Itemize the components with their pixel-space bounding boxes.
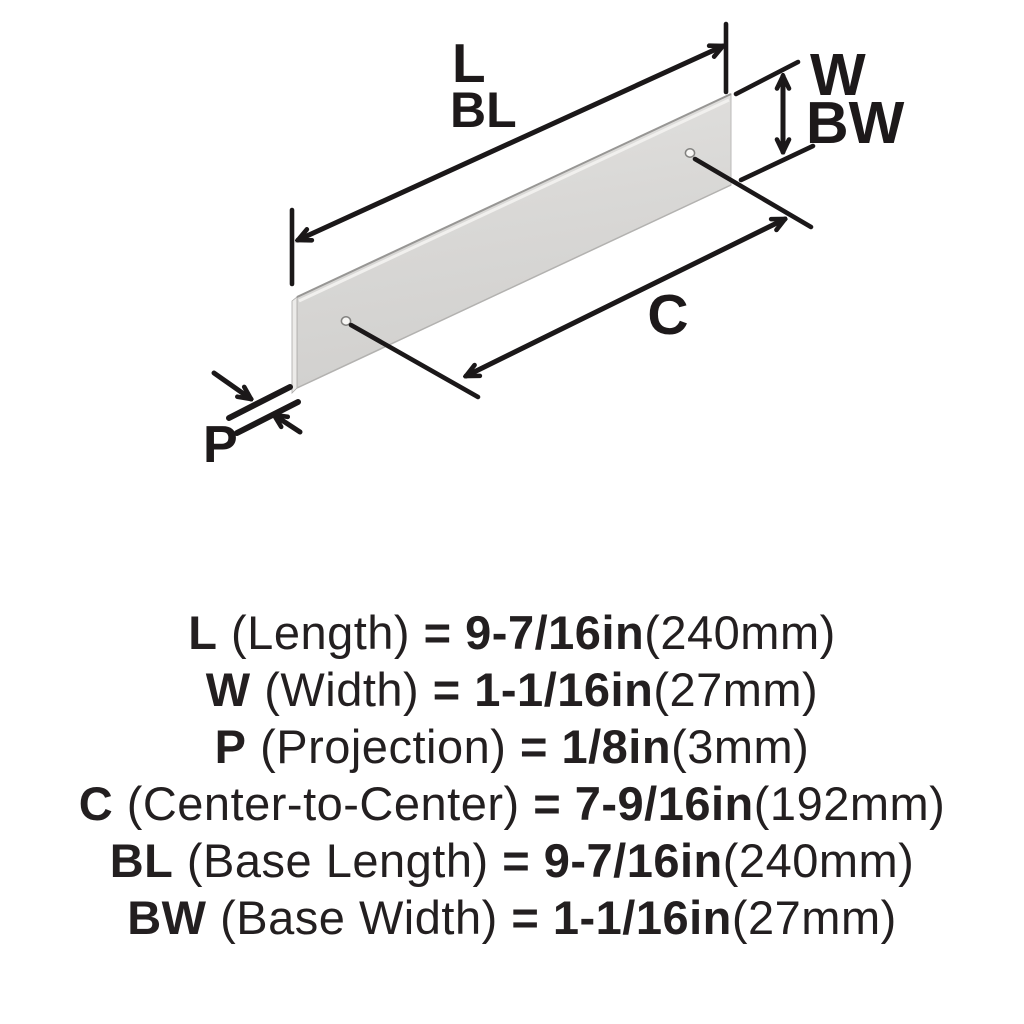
- spec-metric: (192mm): [753, 777, 946, 830]
- spec-name: (Base Width): [220, 891, 498, 944]
- spec-name: (Projection): [260, 720, 507, 773]
- spec-imperial: 1-1/16in: [474, 663, 654, 716]
- base-length-label: BL: [450, 82, 517, 138]
- spec-metric: (240mm): [644, 606, 836, 659]
- spec-row-base-width: BW (Base Width) = 1-1/16in(27mm): [0, 889, 1024, 946]
- center-extension-right: [692, 156, 814, 230]
- width-tick-upper: [733, 59, 801, 97]
- spec-name: (Width): [264, 663, 420, 716]
- dim-width: W BW: [733, 42, 905, 183]
- projection-label: P: [203, 416, 238, 474]
- dim-length: L BL: [289, 21, 729, 287]
- spec-code: BW: [127, 891, 207, 944]
- spec-row-length: L (Length) = 9-7/16in(240mm): [0, 604, 1024, 661]
- base-width-label: BW: [806, 90, 905, 156]
- spec-equals: =: [432, 663, 461, 716]
- dimension-diagram: L BL W BW C P: [203, 21, 905, 474]
- spec-equals: =: [502, 834, 531, 887]
- spec-equals: =: [423, 606, 452, 659]
- spec-code: P: [214, 720, 247, 773]
- spec-equals: =: [511, 891, 540, 944]
- length-dimension-line: [298, 46, 723, 240]
- spec-code: L: [188, 606, 218, 659]
- spec-metric: (27mm): [731, 891, 897, 944]
- screw-hole-right: [684, 148, 696, 158]
- width-tick-lower: [738, 143, 816, 183]
- projection-arrow-upper: [211, 370, 251, 399]
- plate: [291, 93, 732, 394]
- spec-metric: (27mm): [653, 663, 819, 716]
- spec-metric: (240mm): [722, 834, 915, 887]
- spec-row-base-length: BL (Base Length) = 9-7/16in(240mm): [0, 832, 1024, 889]
- spec-imperial: 1-1/16in: [552, 891, 732, 944]
- spec-imperial: 1/8in: [561, 720, 672, 773]
- spec-row-projection: P (Projection) = 1/8in(3mm): [0, 718, 1024, 775]
- spec-list: L (Length) = 9-7/16in(240mm) W (Width) =…: [0, 604, 1024, 946]
- center-extension-left: [348, 322, 481, 400]
- spec-imperial: 9-7/16in: [543, 834, 723, 887]
- spec-imperial: 9-7/16in: [465, 606, 645, 659]
- spec-equals: =: [519, 720, 548, 773]
- spec-code: BL: [109, 834, 174, 887]
- spec-name: (Base Length): [186, 834, 489, 887]
- spec-code: C: [78, 777, 114, 830]
- spec-row-center-to-center: C (Center-to-Center) = 7-9/16in(192mm): [0, 775, 1024, 832]
- center-dimension-line: [466, 216, 785, 379]
- spec-name: (Length): [231, 606, 411, 659]
- length-label: L: [452, 32, 486, 94]
- plate-left-edge: [291, 296, 298, 394]
- dim-projection: P: [203, 370, 303, 474]
- spec-equals: =: [533, 777, 562, 830]
- projection-arrow-lower: [274, 415, 303, 435]
- spec-metric: (3mm): [671, 720, 810, 773]
- spec-row-width: W (Width) = 1-1/16in(27mm): [0, 661, 1024, 718]
- width-label: W: [810, 42, 866, 108]
- dim-center-to-center: C: [348, 156, 814, 400]
- spec-name: (Center-to-Center): [126, 777, 520, 830]
- spec-code: W: [205, 663, 251, 716]
- spec-imperial: 7-9/16in: [574, 777, 754, 830]
- center-label: C: [647, 283, 688, 347]
- projection-tick-upper: [226, 384, 293, 421]
- screw-hole-left: [340, 316, 352, 326]
- projection-tick-lower: [234, 399, 301, 436]
